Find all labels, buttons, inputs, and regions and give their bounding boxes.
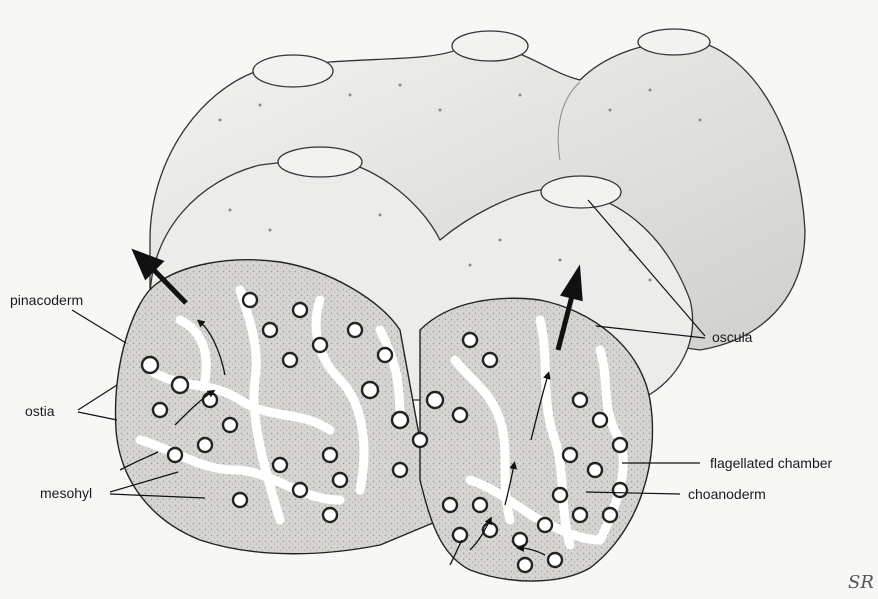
- label-ostia: ostia: [25, 403, 55, 419]
- leader-pinacoderm: [72, 310, 126, 343]
- label-pinacoderm: pinacoderm: [10, 292, 83, 308]
- leader-ostia-2: [78, 412, 117, 420]
- label-oscula: oscula: [712, 329, 752, 345]
- label-choanoderm: choanoderm: [688, 486, 766, 502]
- artist-signature: SR: [848, 572, 874, 593]
- leader-ostia-1: [78, 385, 117, 410]
- label-mesohyl: mesohyl: [40, 485, 92, 501]
- label-flagellated-chamber: flagellated chamber: [710, 455, 832, 471]
